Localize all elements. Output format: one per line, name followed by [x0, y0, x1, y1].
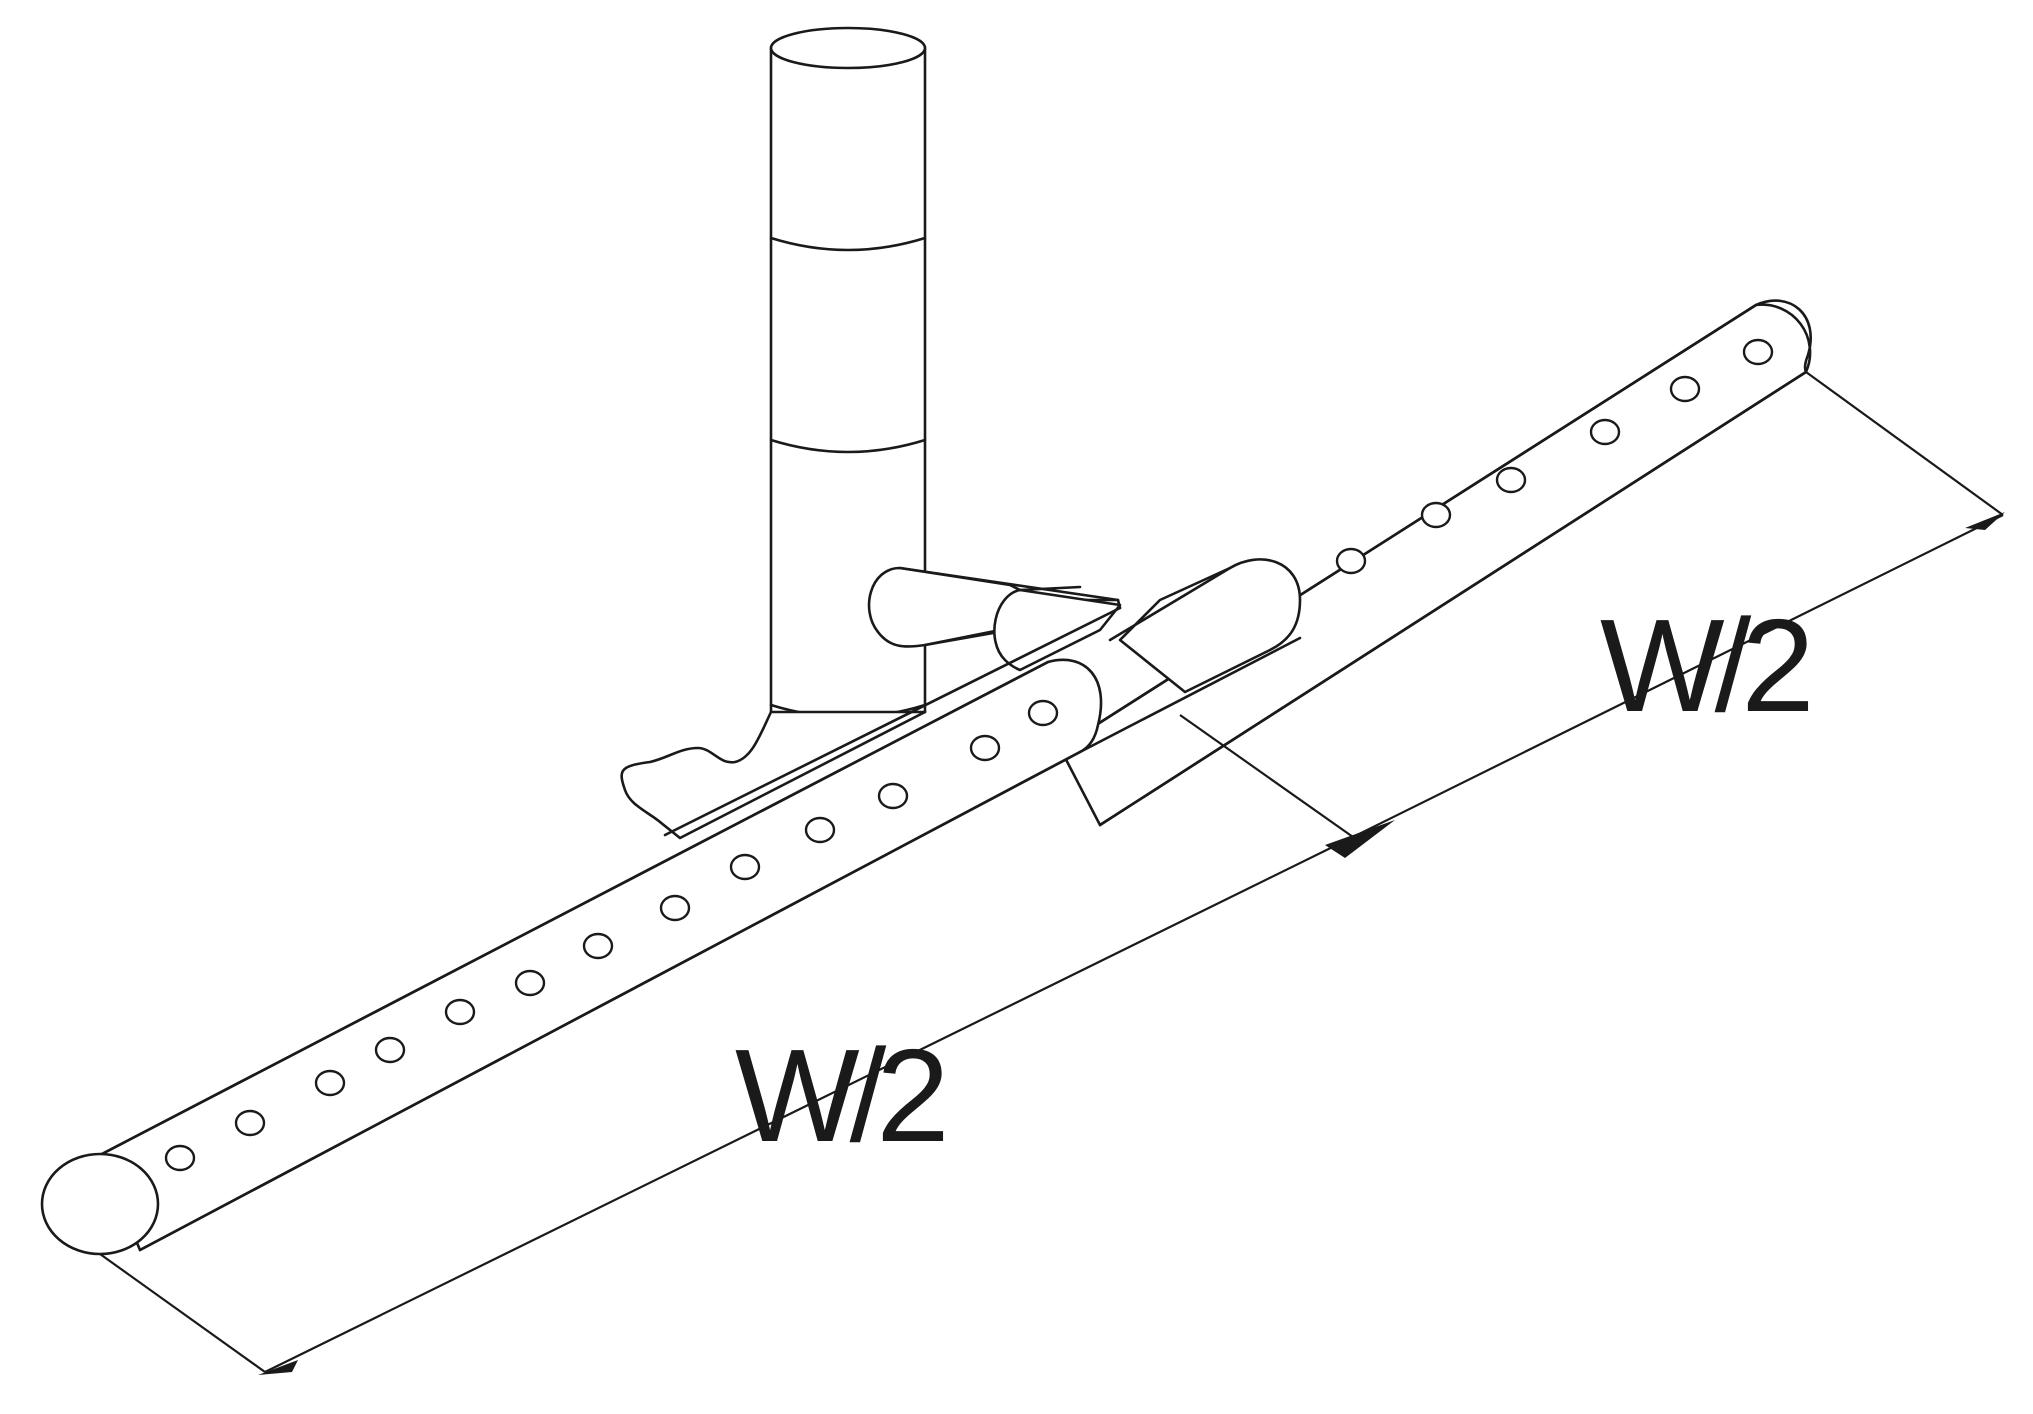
- sleeve-right-body: [1118, 558, 1302, 694]
- lower-perforated-pipe: [40, 606, 1122, 1256]
- perforation-hole: [729, 853, 761, 881]
- riser-top-opening: [769, 26, 927, 70]
- riser-ring-2: [769, 438, 927, 454]
- upper-pipe-holes: [1335, 338, 1774, 575]
- perforation-hole: [1495, 466, 1527, 494]
- sleeve-middle-top-edge: [1018, 585, 1082, 592]
- sleeve-left-bottom-edge: [923, 628, 1002, 647]
- lower-pipe-opening: [40, 1152, 160, 1256]
- upper-pipe-bottom-edge: [1098, 370, 1808, 827]
- perforation-hole: [314, 1069, 346, 1097]
- perforation-hole: [1027, 699, 1059, 727]
- perforation-hole: [1420, 501, 1452, 529]
- sleeve-middle-body: [993, 588, 1122, 672]
- riser-ring-1: [769, 236, 927, 252]
- perforation-hole: [1335, 547, 1367, 575]
- dimension-lower-line: [264, 836, 1354, 1373]
- dimension-arrow: [1965, 512, 2005, 530]
- perforation-hole: [877, 782, 909, 810]
- lower-pipe-holes: [164, 699, 1059, 1172]
- connector-sleeve-middle: [993, 585, 1122, 672]
- dimension-upper-extension-right: [1805, 371, 2004, 516]
- lower-pipe-inner-line: [663, 606, 1122, 837]
- dimension-lower-extension-left: [99, 1253, 266, 1373]
- dimension-label-lower: W/2: [735, 1022, 950, 1169]
- dimension-upper-line: [1352, 514, 2004, 838]
- lower-pipe-bottom-edge: [138, 750, 1082, 1252]
- perforation-hole: [444, 998, 476, 1026]
- perforation-hole: [804, 816, 836, 844]
- lower-pipe-top-edge: [98, 660, 1050, 1157]
- upper-pipe-body: [1058, 303, 1812, 827]
- perforation-hole: [514, 969, 546, 997]
- perforation-hole: [234, 1109, 266, 1137]
- upper-pipe-end-cap: [1754, 299, 1812, 374]
- dimension-center-extension: [1179, 714, 1354, 838]
- dimension-lower: [99, 714, 1395, 1375]
- perforation-hole: [969, 734, 1001, 762]
- perforation-hole: [1669, 375, 1701, 403]
- sleeve-left-top-edge: [898, 566, 1120, 602]
- perforation-hole: [659, 894, 691, 922]
- sleeve-right-top-edge: [1108, 566, 1232, 642]
- upper-perforated-pipe: [1058, 299, 1812, 827]
- dimension-upper: [1352, 371, 2005, 838]
- perforation-hole: [1742, 338, 1774, 366]
- dimension-arrow: [258, 1360, 298, 1375]
- perforation-hole: [582, 932, 614, 960]
- perforation-hole: [164, 1144, 196, 1172]
- dimension-arrow: [1325, 820, 1395, 858]
- perforation-hole: [1589, 418, 1621, 446]
- pipe-junction-line: [1078, 636, 1302, 754]
- dimension-label-upper: W/2: [1600, 592, 1815, 739]
- vertical-riser-pipe: [769, 26, 927, 719]
- connector-sleeve-right: [1108, 558, 1302, 694]
- perforation-hole: [374, 1036, 406, 1064]
